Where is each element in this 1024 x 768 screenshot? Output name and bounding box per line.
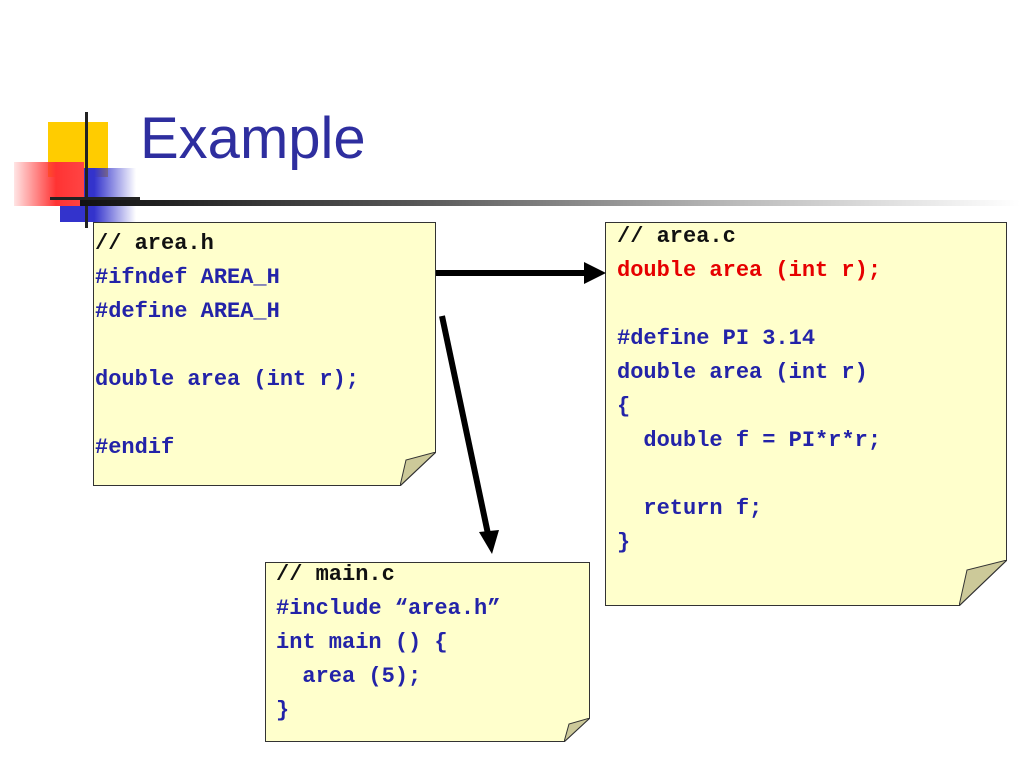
code-line: // area.h (95, 231, 214, 256)
code-line: } (617, 530, 631, 555)
code-line: double area (int r); (95, 367, 360, 392)
code-line: double f = PI*r*r; (617, 428, 882, 453)
folded-corner-icon (564, 718, 590, 742)
code-line: #define AREA_H (95, 299, 280, 324)
code-line: // area.c (617, 224, 736, 249)
note-area-c: // area.c double area (int r); #define P… (605, 222, 1007, 606)
code-area-c: // area.c double area (int r); #define P… (617, 220, 881, 560)
logo-horizontal-line (50, 197, 140, 200)
slide-title: Example (140, 106, 366, 171)
code-line: { (617, 394, 631, 419)
code-area-h: // area.h #ifndef AREA_H #define AREA_H … (95, 227, 359, 465)
code-line: return f; (617, 496, 763, 521)
code-line: double area (int r); (617, 258, 882, 283)
folded-corner-icon (400, 452, 436, 486)
note-area-h: // area.h #ifndef AREA_H #define AREA_H … (93, 222, 436, 486)
code-line: // main.c (276, 562, 395, 587)
arrow-down-icon (439, 315, 499, 554)
code-main-c: // main.c #include “area.h” int main () … (276, 558, 500, 728)
code-line: area (5); (276, 664, 422, 689)
logo-vertical-line (85, 112, 88, 228)
note-main-c: // main.c #include “area.h” int main () … (265, 562, 590, 742)
code-line: #include “area.h” (276, 596, 501, 621)
code-line: #ifndef AREA_H (95, 265, 280, 290)
code-line: int main () { (276, 630, 448, 655)
title-underline-rule (80, 200, 1020, 206)
arrow-right-icon (436, 262, 606, 284)
code-line: } (276, 698, 290, 723)
code-line: double area (int r) (617, 360, 868, 385)
code-line: #define PI 3.14 (617, 326, 816, 351)
folded-corner-icon (959, 560, 1007, 606)
code-line: #endif (95, 435, 175, 460)
